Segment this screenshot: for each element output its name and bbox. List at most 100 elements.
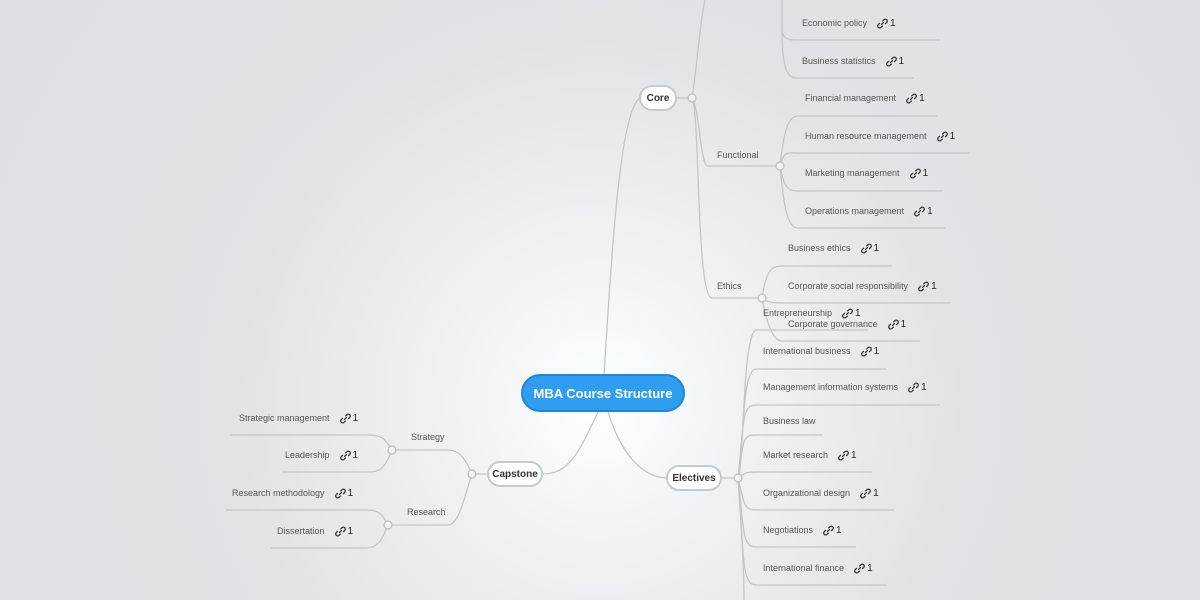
link-badge[interactable]: 1 xyxy=(823,525,842,536)
leaf-topic-label: Dissertation xyxy=(277,526,325,536)
link-count: 1 xyxy=(927,205,933,217)
leaf-topic[interactable]: Strategic management 1 xyxy=(239,411,358,425)
link-icon xyxy=(887,319,899,330)
link-count: 1 xyxy=(900,318,907,330)
link-badge[interactable]: 1 xyxy=(906,93,925,104)
leaf-topic-label: Negotiations xyxy=(763,525,814,535)
link-count: 1 xyxy=(873,487,879,499)
leaf-topic[interactable]: Market research 1 xyxy=(763,448,857,462)
branch-capstone[interactable]: Capstone xyxy=(487,461,543,487)
branch-core[interactable]: Core xyxy=(639,85,677,111)
leaf-topic-label: Marketing management xyxy=(805,168,900,178)
link-count: 1 xyxy=(922,167,929,179)
leaf-topic-label: Operations management xyxy=(805,206,905,216)
link-icon xyxy=(339,413,351,424)
leaf-topic[interactable]: Business ethics 1 xyxy=(788,241,879,255)
link-count: 1 xyxy=(352,449,359,461)
link-icon xyxy=(823,525,834,536)
link-badge[interactable]: 1 xyxy=(877,18,896,29)
link-badge[interactable]: 1 xyxy=(860,488,879,499)
leaf-topic-label: Business law xyxy=(763,416,816,426)
leaf-topic-label: Economic policy xyxy=(802,18,868,28)
link-badge[interactable]: 1 xyxy=(909,167,929,179)
link-icon xyxy=(908,382,919,393)
subtopic-strategy[interactable]: Strategy xyxy=(411,432,445,442)
link-count: 1 xyxy=(921,381,927,393)
leaf-topic[interactable]: Dissertation 1 xyxy=(277,524,353,538)
leaf-topic-label: Market research xyxy=(763,450,829,460)
leaf-topic[interactable]: Entrepreneurship 1 xyxy=(763,306,861,320)
link-count: 1 xyxy=(873,345,880,357)
link-badge[interactable]: 1 xyxy=(334,525,354,537)
link-count: 1 xyxy=(873,242,880,254)
leaf-topic[interactable]: Operations management 1 xyxy=(805,204,933,218)
link-icon xyxy=(842,308,853,319)
link-badge[interactable]: 1 xyxy=(339,413,358,424)
link-count: 1 xyxy=(836,524,842,536)
leaf-topic-label: Human resource management xyxy=(805,131,927,141)
link-icon xyxy=(854,563,865,574)
leaf-topic-label: Management information systems xyxy=(763,382,899,392)
link-count: 1 xyxy=(890,17,896,29)
link-badge[interactable]: 1 xyxy=(854,563,873,574)
link-icon xyxy=(906,93,917,104)
leaf-topic[interactable]: Human resource management 1 xyxy=(805,129,955,143)
link-badge[interactable]: 1 xyxy=(339,449,359,461)
link-icon xyxy=(936,131,948,142)
leaf-topic[interactable]: Organizational design 1 xyxy=(763,486,879,500)
link-count: 1 xyxy=(347,525,354,537)
link-icon xyxy=(877,18,888,29)
link-badge[interactable]: 1 xyxy=(334,487,354,499)
leaf-topic[interactable]: Business law xyxy=(763,414,816,428)
leaf-topic-label: Entrepreneurship xyxy=(763,308,833,318)
link-count: 1 xyxy=(855,307,861,319)
branch-electives[interactable]: Electives xyxy=(666,465,722,491)
link-badge[interactable]: 1 xyxy=(918,281,937,292)
link-count: 1 xyxy=(919,92,925,104)
root-node[interactable]: MBA Course Structure xyxy=(521,374,685,412)
subtopic-research[interactable]: Research xyxy=(407,507,446,517)
leaf-topic-label: Strategic management xyxy=(239,413,330,423)
leaf-topic[interactable]: Management information systems 1 xyxy=(763,380,927,394)
leaf-topic[interactable]: International finance 1 xyxy=(763,561,873,575)
link-icon xyxy=(339,450,351,461)
leaf-topic-label: Leadership xyxy=(285,450,330,460)
leaf-topic[interactable]: Leadership 1 xyxy=(285,448,358,462)
link-count: 1 xyxy=(347,487,354,499)
subtopic-functional[interactable]: Functional xyxy=(717,150,759,160)
link-icon xyxy=(838,450,849,461)
link-badge[interactable]: 1 xyxy=(842,308,861,319)
subtopic-ethics[interactable]: Ethics xyxy=(717,281,742,291)
leaf-topic[interactable]: Corporate social responsibility 1 xyxy=(788,279,937,293)
leaf-topic[interactable]: Negotiations 1 xyxy=(763,523,842,537)
link-icon xyxy=(914,206,925,217)
leaf-topic-label: Corporate social responsibility xyxy=(788,281,909,291)
link-badge[interactable]: 1 xyxy=(914,206,933,217)
link-badge[interactable]: 1 xyxy=(860,242,880,254)
link-count: 1 xyxy=(851,449,857,461)
link-icon xyxy=(918,281,929,292)
leaf-topic-label: Organizational design xyxy=(763,488,851,498)
link-icon xyxy=(334,526,346,537)
leaf-topic-label: International finance xyxy=(763,563,845,573)
link-count: 1 xyxy=(949,130,956,142)
link-badge[interactable]: 1 xyxy=(885,55,905,67)
link-badge[interactable]: 1 xyxy=(887,318,907,330)
link-icon xyxy=(860,346,872,357)
link-badge[interactable]: 1 xyxy=(908,382,927,393)
leaf-topic[interactable]: Marketing management 1 xyxy=(805,166,928,180)
link-badge[interactable]: 1 xyxy=(838,450,857,461)
leaf-topic[interactable]: Economic policy 1 xyxy=(802,16,896,30)
link-badge[interactable]: 1 xyxy=(860,345,880,357)
link-count: 1 xyxy=(898,55,905,67)
link-badge[interactable]: 1 xyxy=(936,130,956,142)
link-icon xyxy=(860,243,872,254)
leaf-topic-label: Business ethics xyxy=(788,243,851,253)
